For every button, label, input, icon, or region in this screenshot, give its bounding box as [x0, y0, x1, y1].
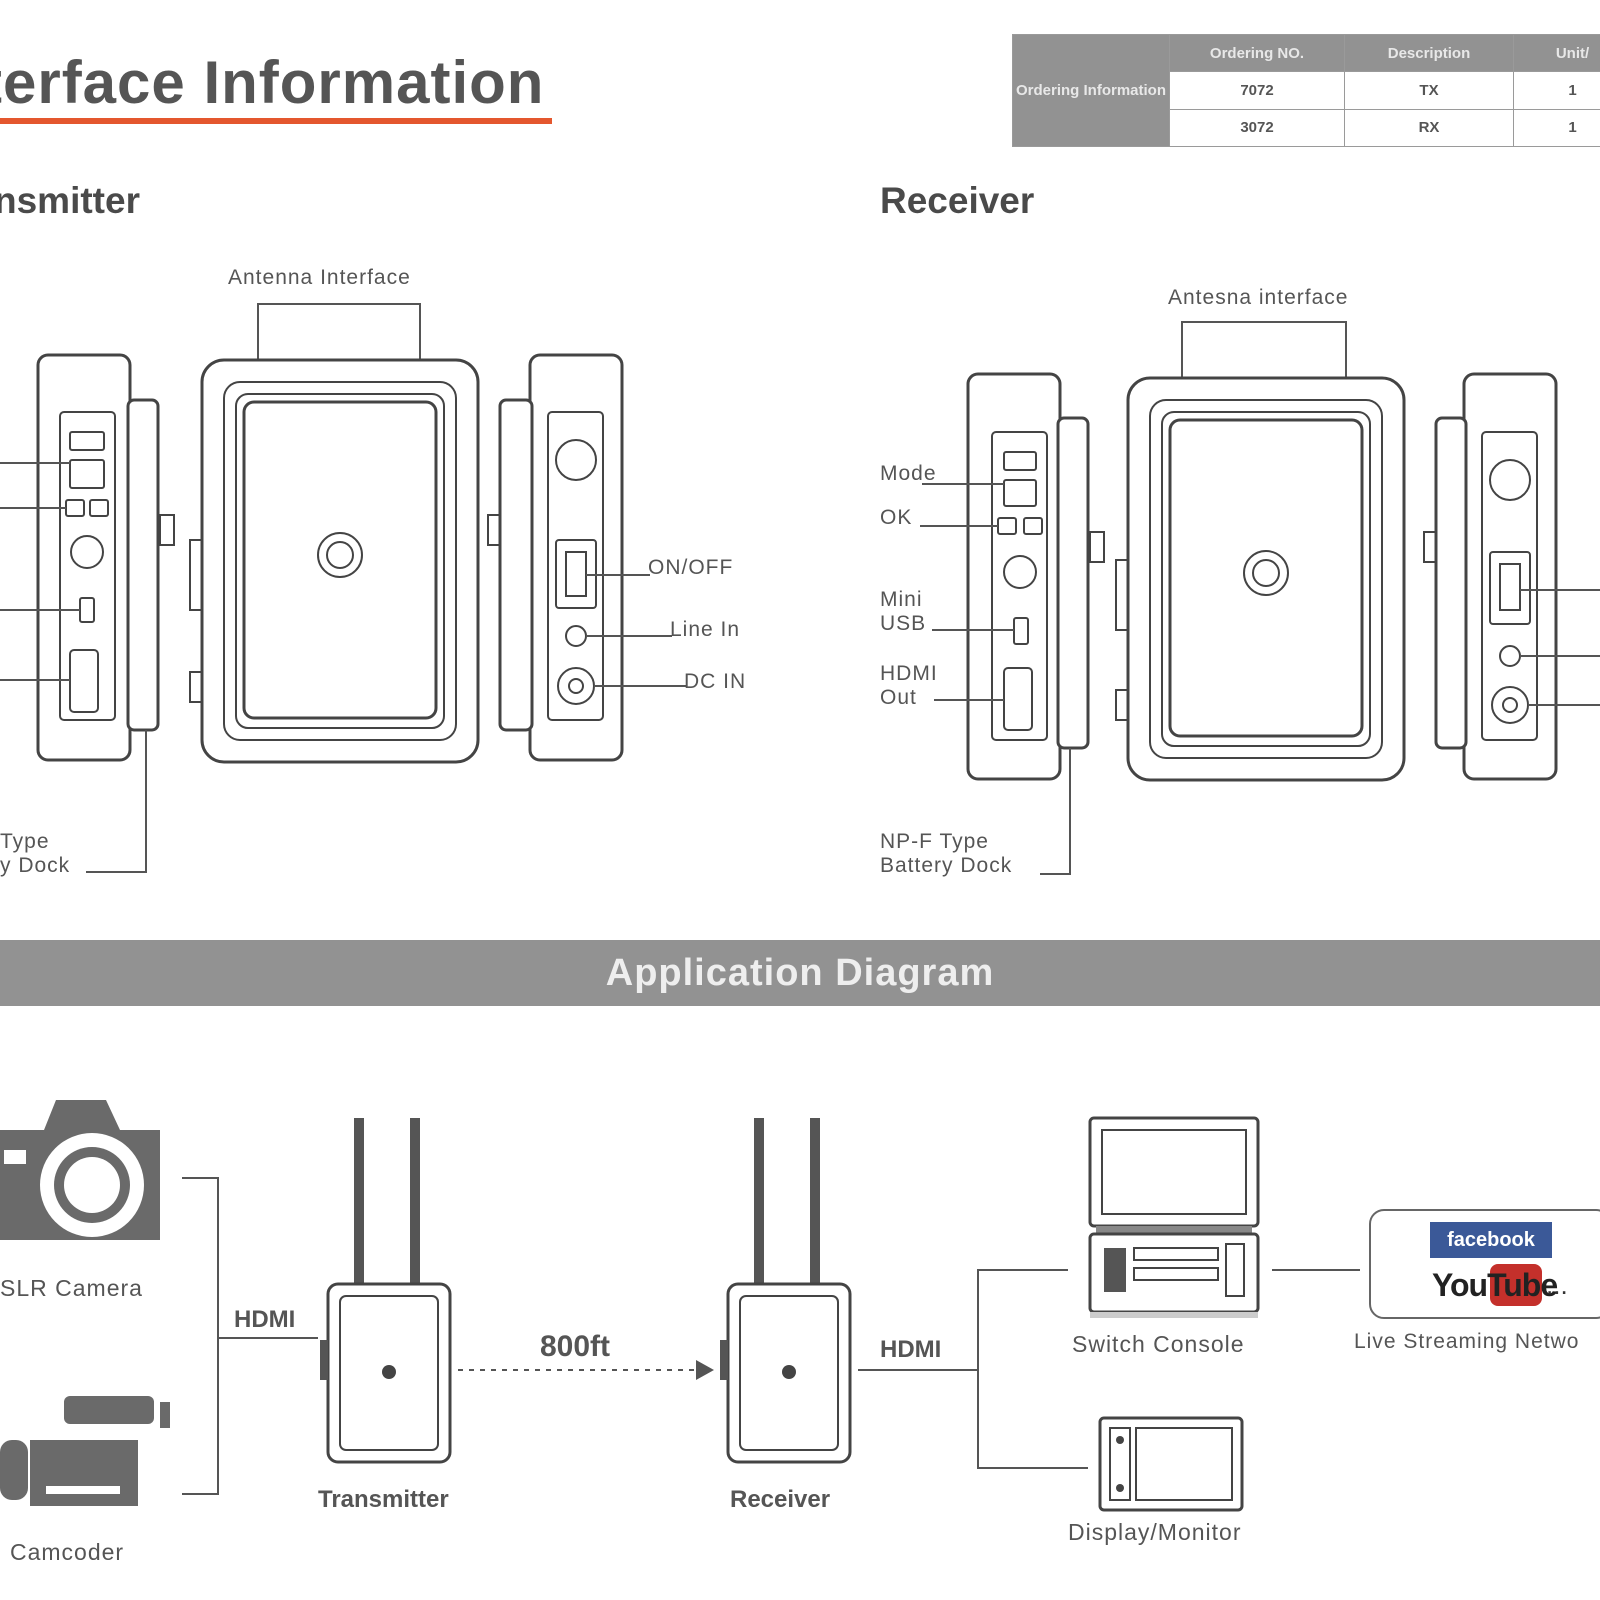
table-cell-desc: RX	[1344, 108, 1514, 148]
tx-right-side-view	[487, 353, 686, 762]
display-monitor-label: Display/Monitor	[1068, 1519, 1242, 1545]
display-monitor-icon	[1098, 1416, 1244, 1512]
col-ordering-no: Ordering NO.	[1169, 33, 1345, 73]
camera-bracket	[182, 1177, 219, 1495]
transmitter-device-label: Transmitter	[318, 1486, 449, 1513]
table-cell-unit: 1	[1513, 108, 1600, 148]
page-title: terface Information	[0, 49, 545, 116]
rx-antenna-label: Antesna interface	[1168, 286, 1349, 309]
tx-antenna-bracket	[257, 303, 421, 372]
ordering-row-header: Ordering Information	[1012, 34, 1170, 147]
table-cell-no: 3072	[1169, 108, 1345, 148]
output-split-line	[977, 1269, 1088, 1469]
table-cell-no: 7072	[1169, 71, 1345, 110]
rx-mini-usb-label-1: Mini	[880, 588, 923, 611]
hdmi-left-label: HDMI	[234, 1306, 296, 1333]
rx-right-side-view	[1423, 372, 1600, 781]
switch-console-label: Switch Console	[1072, 1331, 1245, 1357]
wireless-link-arrowhead	[696, 1360, 714, 1380]
ordering-table: Ordering Information Ordering NO. Descri…	[1012, 33, 1600, 148]
rx-ok-label: OK	[880, 506, 913, 529]
tx-antenna-label: Antenna Interface	[228, 266, 411, 289]
dslr-camera-icon	[0, 1100, 160, 1240]
table-cell-unit: 1	[1513, 71, 1600, 110]
rx-hdmi-out-label-2: Out	[880, 686, 917, 709]
hdmi-right-label: HDMI	[880, 1336, 942, 1363]
tx-on-off-label: ON/OFF	[648, 556, 734, 579]
streaming-ellipsis: ...	[1546, 1270, 1568, 1300]
switch-console-icon	[1088, 1116, 1260, 1318]
tx-battery-label-2: y Dock	[0, 854, 71, 877]
distance-label: 800ft	[540, 1330, 611, 1363]
facebook-logo: facebook	[1447, 1229, 1535, 1251]
col-unit: Unit/	[1513, 33, 1600, 73]
camcoder-label: Camcoder	[10, 1539, 125, 1565]
rx-hdmi-out-label-1: HDMI	[880, 662, 938, 685]
live-streaming-box	[1369, 1209, 1600, 1319]
tx-front-view	[189, 358, 480, 764]
rx-mini-usb-label-2: USB	[880, 612, 927, 635]
rx-front-view	[1115, 376, 1406, 782]
tx-left-side-view	[0, 353, 175, 873]
youtube-logo: YouTube	[1432, 1267, 1558, 1303]
live-streaming-label: Live Streaming Netwo	[1354, 1330, 1580, 1353]
transmitter-device-icon	[320, 1118, 452, 1464]
receiver-device-label: Receiver	[730, 1486, 831, 1513]
table-cell-desc: TX	[1344, 71, 1514, 110]
col-description: Description	[1344, 33, 1514, 73]
receiver-device-icon	[720, 1118, 852, 1464]
receiver-heading: Receiver	[880, 180, 1035, 221]
application-banner-title: Application Diagram	[605, 952, 995, 994]
transmitter-heading: nsmitter	[0, 180, 140, 221]
application-banner	[0, 940, 1600, 1006]
rx-battery-label-1: NP-F Type	[880, 830, 989, 853]
rx-battery-label-2: Battery Dock	[880, 854, 1013, 877]
rx-antenna-bracket	[1181, 321, 1347, 390]
tx-dc-in-label: DC IN	[684, 670, 747, 693]
dslr-camera-label: SLR Camera	[0, 1275, 143, 1301]
tx-line-in-label: Line In	[670, 618, 741, 641]
rx-mode-label: Mode	[880, 462, 937, 485]
tx-battery-label-1: Type	[0, 830, 50, 853]
camcoder-icon	[0, 1396, 170, 1506]
rx-left-side-view	[920, 372, 1105, 875]
title-underline	[0, 118, 552, 124]
